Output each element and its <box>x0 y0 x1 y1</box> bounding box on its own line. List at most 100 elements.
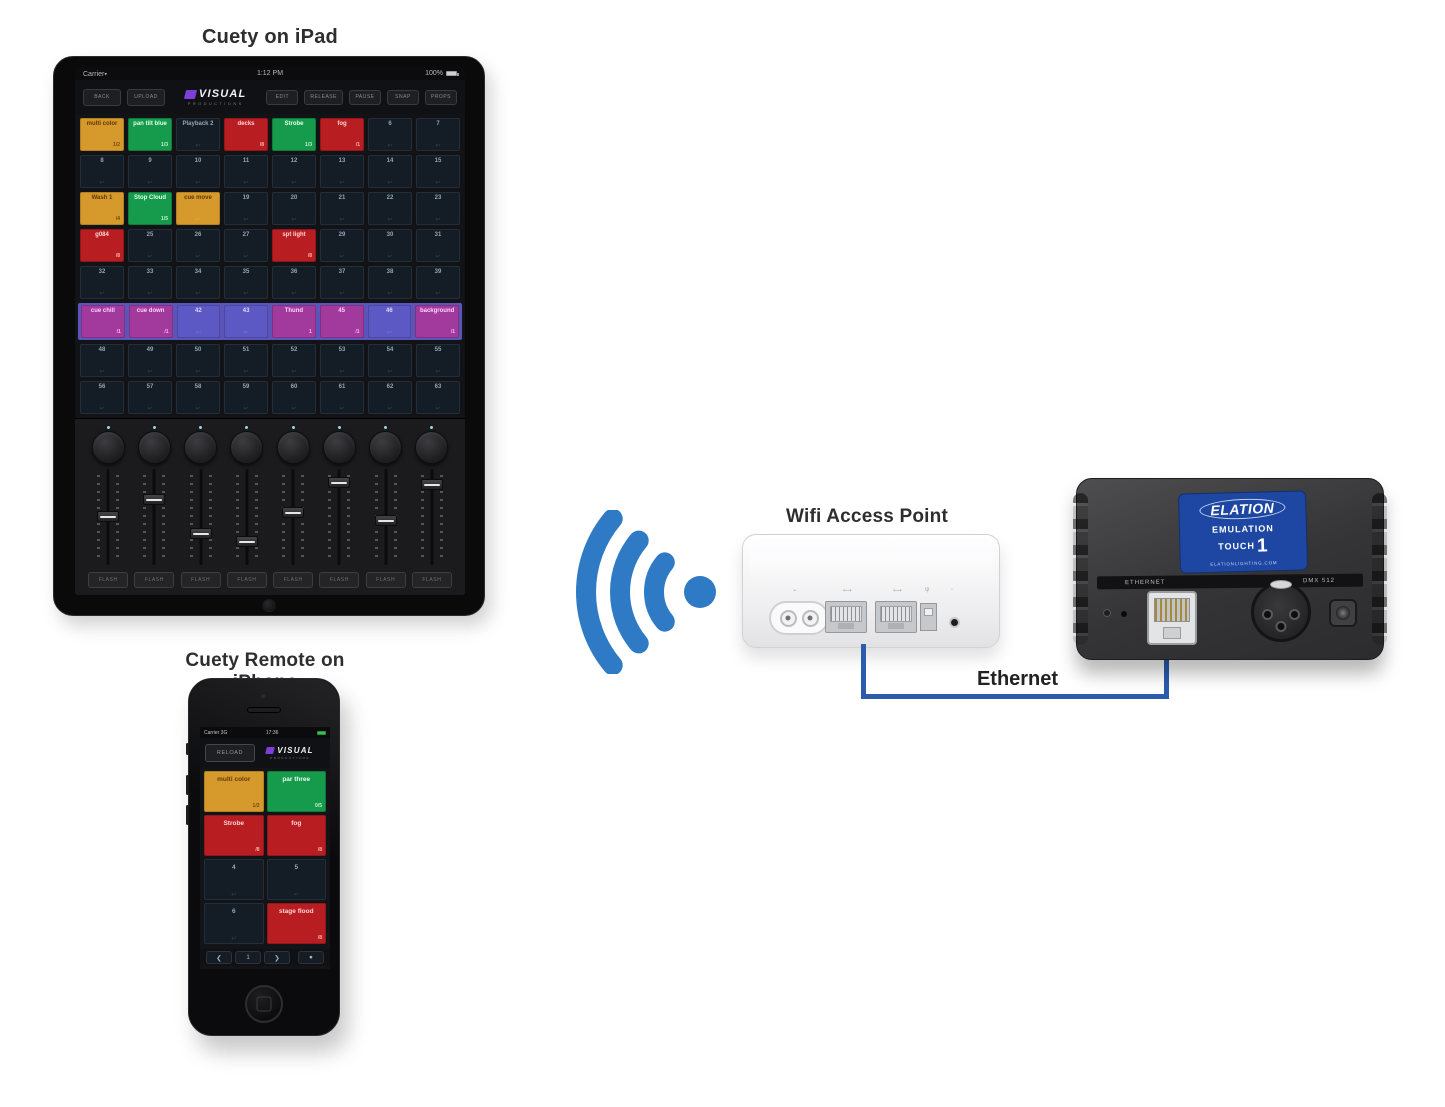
playback-cell[interactable]: 39↩ <box>416 266 460 299</box>
rotary-knob[interactable] <box>230 431 264 464</box>
playback-cell[interactable]: spt light/8 <box>272 229 316 262</box>
playback-cell[interactable]: g084/8 <box>80 229 124 262</box>
rotary-knob[interactable] <box>415 431 449 464</box>
playback-cell[interactable]: 34↩ <box>176 266 220 299</box>
fader-handle[interactable] <box>189 528 212 539</box>
fader-slider[interactable] <box>95 469 121 565</box>
options-button[interactable]: ● <box>298 951 324 964</box>
playback-cell[interactable]: 26↩ <box>176 229 220 262</box>
prev-page-button[interactable]: ❮ <box>206 951 232 964</box>
playback-cell[interactable]: 30↩ <box>368 229 412 262</box>
playback-cell[interactable]: 35↩ <box>224 266 268 299</box>
playback-cell[interactable]: 14↩ <box>368 155 412 188</box>
playback-cell[interactable]: 36↩ <box>272 266 316 299</box>
flash-button[interactable]: FLASH <box>365 572 406 588</box>
fader-slider[interactable] <box>234 469 260 565</box>
playback-cell[interactable]: 50↩ <box>176 344 220 377</box>
fader-slider[interactable] <box>373 469 399 565</box>
rotary-knob[interactable] <box>184 431 218 464</box>
playback-cell[interactable]: Strobe/8 <box>204 815 264 856</box>
volume-down-button[interactable] <box>186 805 189 825</box>
playback-cell[interactable]: 33↩ <box>128 266 172 299</box>
flash-button[interactable]: FLASH <box>88 572 129 588</box>
flash-button[interactable]: FLASH <box>226 572 267 588</box>
playback-cell[interactable]: 52↩ <box>272 344 316 377</box>
playback-cell[interactable]: stage flood/8 <box>266 903 326 944</box>
playback-cell[interactable]: 62↩ <box>368 381 412 414</box>
playback-cell[interactable]: 42↩ <box>176 305 221 338</box>
playback-cell[interactable]: cue move↩ <box>176 192 220 225</box>
playback-cell[interactable]: 49↩ <box>128 344 172 377</box>
fader-slider[interactable] <box>188 469 214 565</box>
playback-cell[interactable]: 10↩ <box>176 155 220 188</box>
flash-button[interactable]: FLASH <box>180 572 221 588</box>
playback-cell[interactable]: 6↩ <box>368 118 412 151</box>
flash-button[interactable]: FLASH <box>411 572 452 588</box>
playback-cell[interactable]: 57↩ <box>128 381 172 414</box>
playback-cell[interactable]: 38↩ <box>368 266 412 299</box>
fader-slider[interactable] <box>326 469 352 565</box>
playback-cell[interactable]: 46↩ <box>367 305 412 338</box>
playback-cell[interactable]: 59↩ <box>224 381 268 414</box>
volume-up-button[interactable] <box>186 775 189 795</box>
rotary-knob[interactable] <box>276 431 310 464</box>
ipad-toolbar-button-pause[interactable]: PAUSE <box>348 89 381 105</box>
playback-cell[interactable]: 12↩ <box>272 155 316 188</box>
playback-cell[interactable]: 25↩ <box>128 229 172 262</box>
playback-cell[interactable]: 13↩ <box>320 155 364 188</box>
playback-cell[interactable]: fog/1 <box>320 118 364 151</box>
mute-switch[interactable] <box>186 743 189 755</box>
fader-handle[interactable] <box>235 536 258 547</box>
playback-cell[interactable]: 54↩ <box>368 344 412 377</box>
fader-handle[interactable] <box>282 507 305 518</box>
ipad-toolbar-button-release[interactable]: RELEASE <box>304 89 343 105</box>
rotary-knob[interactable] <box>137 431 171 464</box>
fader-slider[interactable] <box>141 469 167 565</box>
playback-cell[interactable]: Wash 1/4 <box>80 192 124 225</box>
playback-cell[interactable]: 19↩ <box>224 192 268 225</box>
reload-button[interactable]: RELOAD <box>205 744 255 762</box>
playback-cell[interactable]: 51↩ <box>224 344 268 377</box>
playback-cell[interactable]: 45/1 <box>319 305 364 338</box>
ipad-toolbar-button-upload[interactable]: UPLOAD <box>127 88 165 106</box>
rotary-knob[interactable] <box>322 431 356 464</box>
ipad-toolbar-button-back[interactable]: BACK <box>83 88 121 106</box>
fader-slider[interactable] <box>419 469 445 565</box>
fader-slider[interactable] <box>280 469 306 565</box>
playback-cell[interactable]: 56↩ <box>80 381 124 414</box>
rotary-knob[interactable] <box>369 431 403 464</box>
playback-cell[interactable]: 37↩ <box>320 266 364 299</box>
flash-button[interactable]: FLASH <box>319 572 360 588</box>
rotary-knob[interactable] <box>91 431 125 464</box>
playback-cell[interactable]: 27↩ <box>224 229 268 262</box>
playback-cell[interactable]: 5↩ <box>266 859 326 900</box>
playback-cell[interactable]: 7↩ <box>416 118 460 151</box>
ipad-toolbar-button-snap[interactable]: SNAP <box>386 89 419 105</box>
playback-cell[interactable]: Playback 2↩ <box>176 118 220 151</box>
playback-cell[interactable]: cue down/1 <box>128 305 173 338</box>
playback-cell[interactable]: 4↩ <box>204 859 264 900</box>
flash-button[interactable]: FLASH <box>134 572 175 588</box>
home-button[interactable] <box>245 985 283 1023</box>
playback-cell[interactable]: fog/8 <box>266 815 326 856</box>
playback-cell[interactable]: 20↩ <box>272 192 316 225</box>
home-button[interactable] <box>262 599 276 612</box>
playback-cell[interactable]: 9↩ <box>128 155 172 188</box>
playback-cell[interactable]: 60↩ <box>272 381 316 414</box>
ipad-toolbar-button-props[interactable]: PROPS <box>424 89 457 105</box>
fader-handle[interactable] <box>97 511 120 522</box>
playback-cell[interactable]: 32↩ <box>80 266 124 299</box>
fader-handle[interactable] <box>374 515 397 526</box>
playback-cell[interactable]: 6↩ <box>204 903 264 944</box>
playback-cell[interactable]: 29↩ <box>320 229 364 262</box>
playback-cell[interactable]: 15↩ <box>416 155 460 188</box>
playback-cell[interactable]: background/1 <box>415 305 459 338</box>
playback-cell[interactable]: 43↩ <box>224 305 268 338</box>
playback-cell[interactable]: 31↩ <box>416 229 460 262</box>
